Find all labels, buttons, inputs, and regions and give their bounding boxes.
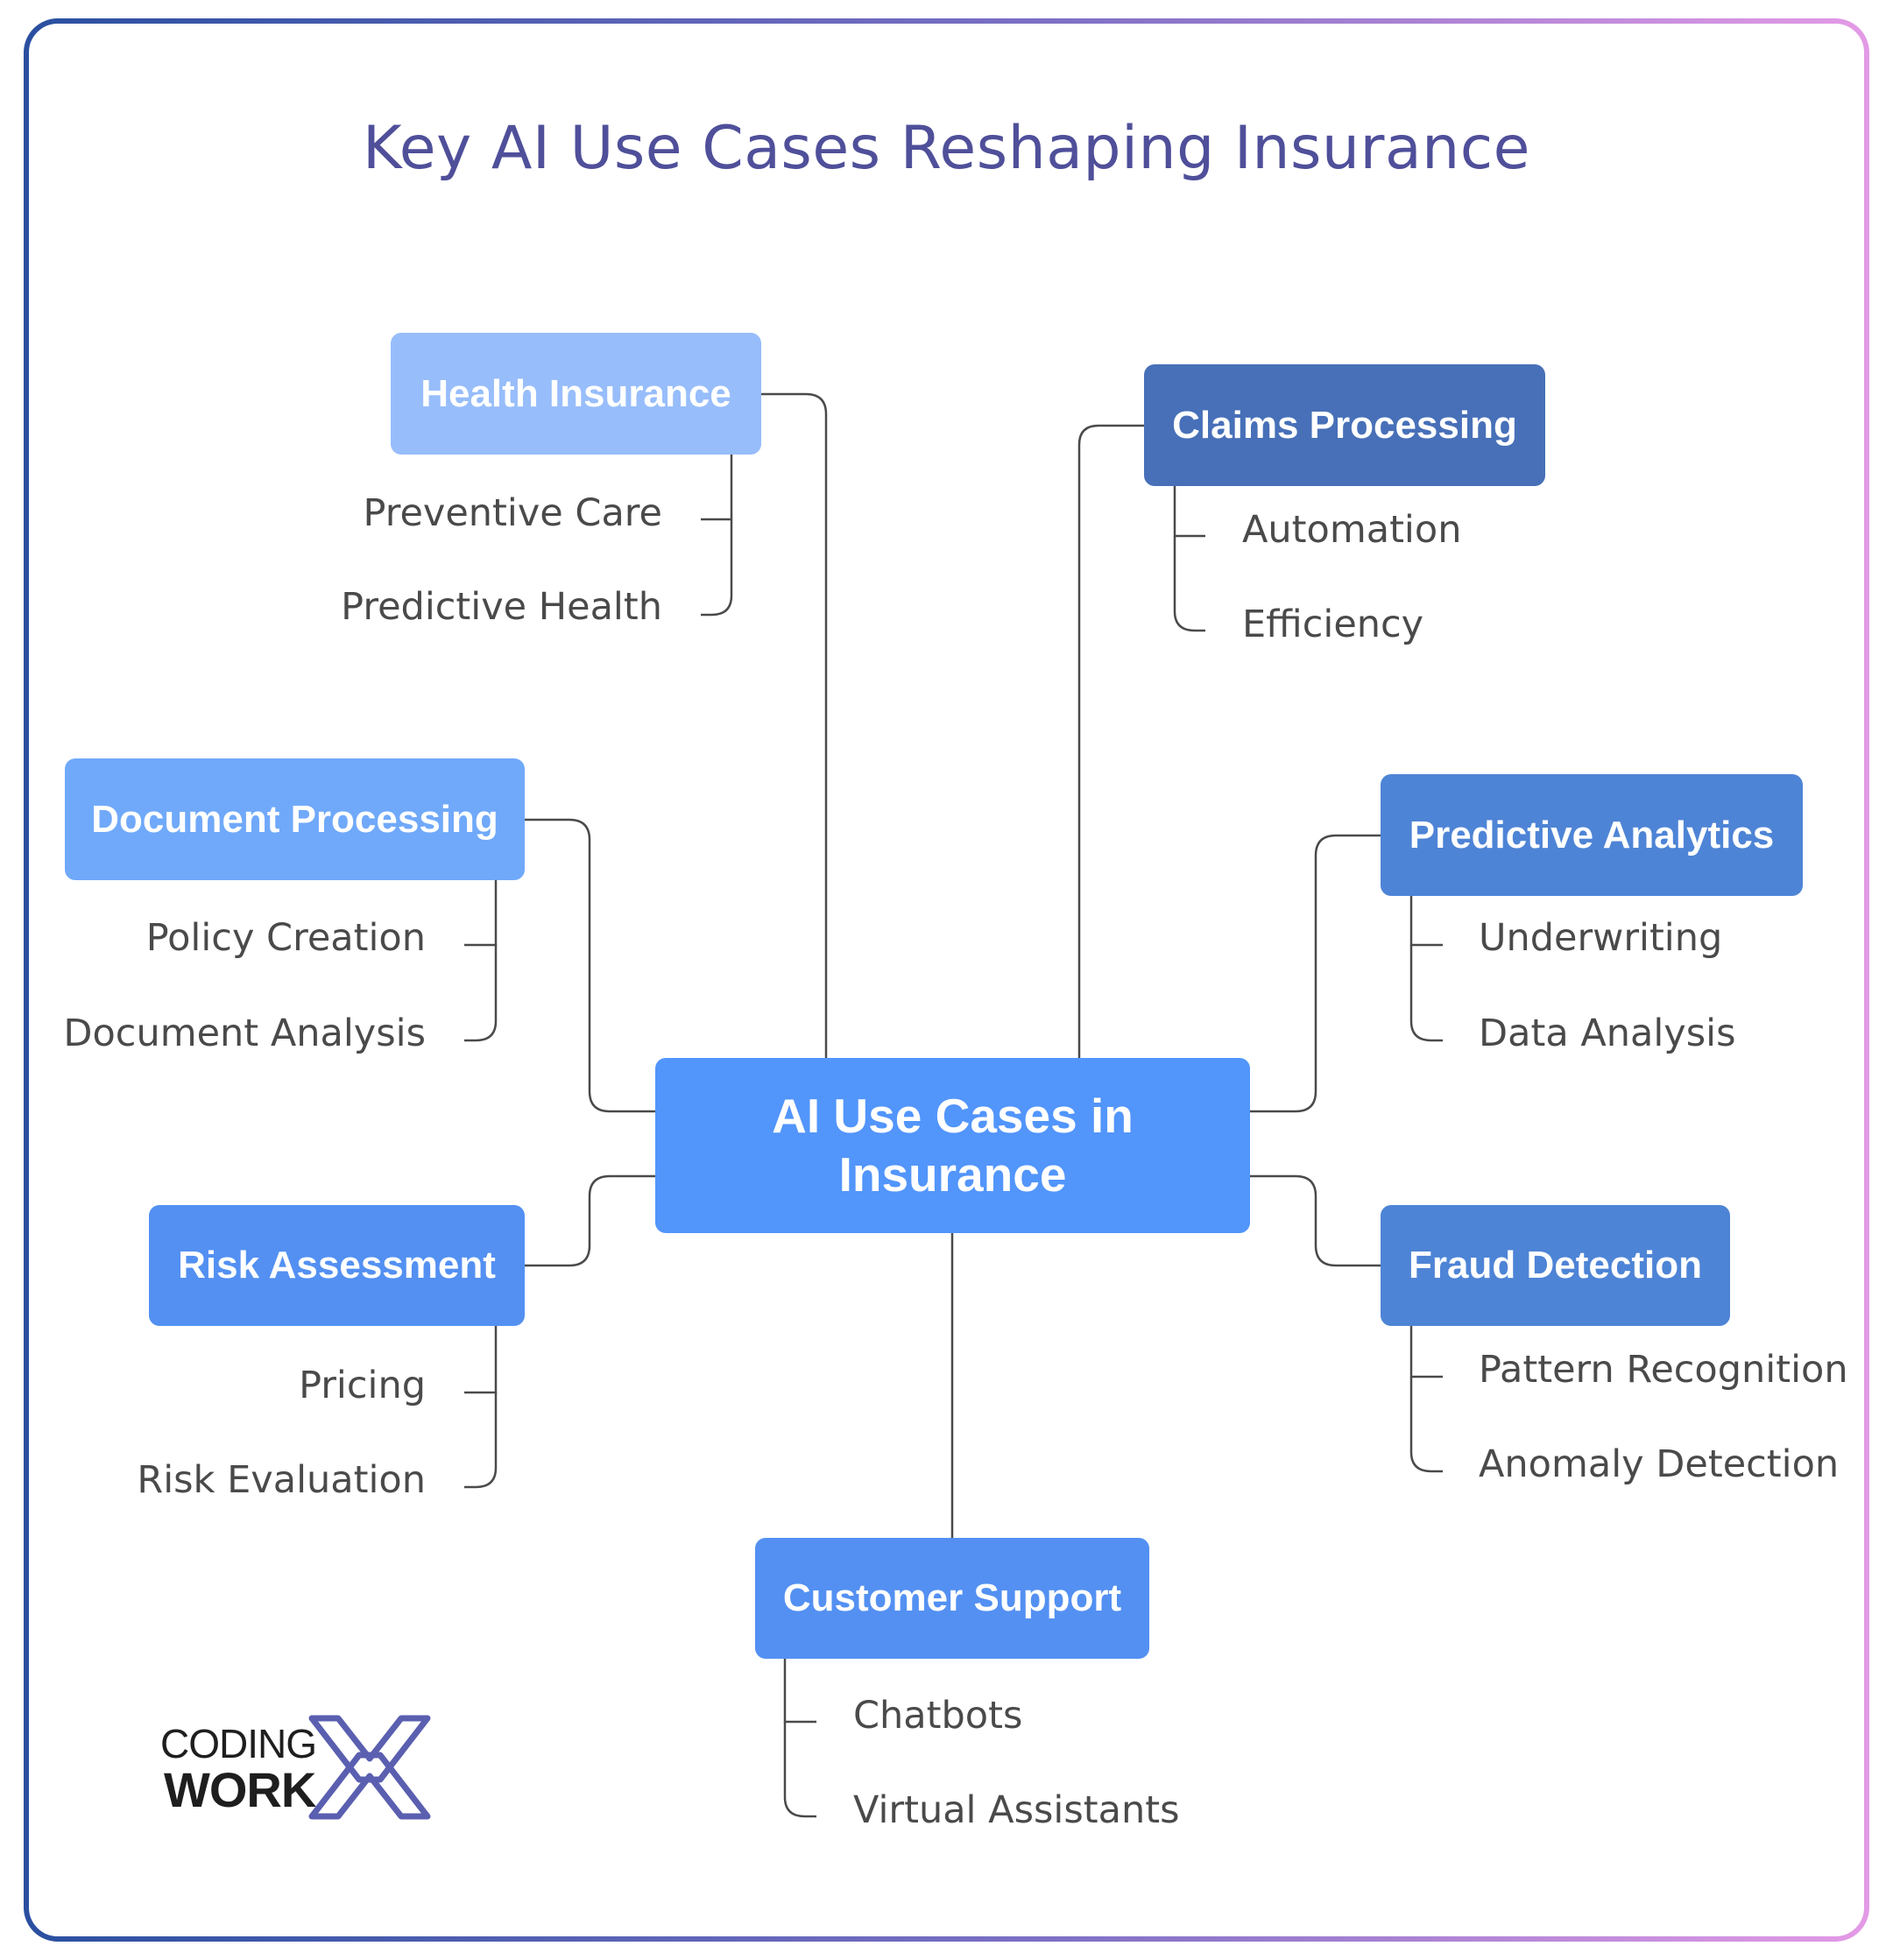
connector-claims (1077, 424, 1144, 1058)
leaf-preventive-care: Preventive Care (363, 491, 662, 535)
connector-claims-automation (1173, 486, 1205, 538)
leaf-policy-creation: Policy Creation (145, 916, 426, 960)
branch-predictive-analytics: Predictive Analytics (1381, 774, 1803, 896)
center-node-label-line2: Insurance (838, 1147, 1067, 1202)
branch-label: Fraud Detection (1409, 1244, 1702, 1287)
logo-text-coding: CODING (160, 1721, 317, 1766)
branch-customer-support: Customer Support (755, 1538, 1149, 1659)
leaf-virtual-assistants: Virtual Assistants (853, 1788, 1180, 1832)
leaf-automation: Automation (1242, 508, 1462, 552)
branch-health-insurance: Health Insurance (391, 333, 761, 455)
connectors (464, 392, 1443, 1818)
frame-border (24, 18, 1869, 1942)
connector-fraud-pattern (1409, 1326, 1443, 1378)
branch-label: Customer Support (782, 1576, 1122, 1620)
leaf-underwriting: Underwriting (1479, 916, 1723, 960)
connector-predictive-underwriting (1409, 896, 1443, 947)
connector-fraud (1250, 1174, 1381, 1267)
branch-label: Predictive Analytics (1409, 813, 1775, 857)
connector-health-preventive (701, 455, 733, 521)
branch-label: Document Processing (91, 797, 498, 841)
leaf-document-analysis: Document Analysis (63, 1012, 426, 1055)
branch-label: Health Insurance (420, 371, 731, 415)
connector-claims-efficiency (1173, 536, 1205, 632)
logo-text-work: WORK (164, 1762, 316, 1817)
leaf-anomaly-detection: Anomaly Detection (1479, 1442, 1840, 1486)
leaf-risk-evaluation: Risk Evaluation (137, 1458, 426, 1502)
center-node-label-line1: AI Use Cases in (772, 1088, 1134, 1143)
connector-document-analysis (464, 945, 498, 1042)
leaf-predictive-health: Predictive Health (341, 585, 662, 629)
connector-risk-evaluation (464, 1392, 498, 1489)
connector-document-policy (464, 880, 498, 947)
leaf-chatbots: Chatbots (853, 1694, 1023, 1738)
connector-predictive (1250, 834, 1381, 1113)
branch-risk-assessment: Risk Assessment (149, 1205, 525, 1326)
branch-claims-processing: Claims Processing (1144, 364, 1545, 486)
connector-predictive-data (1409, 945, 1443, 1042)
leaf-pricing: Pricing (299, 1364, 426, 1407)
branch-label: Risk Assessment (178, 1244, 496, 1287)
connector-support-chatbots (783, 1659, 816, 1724)
connector-risk (525, 1174, 655, 1267)
center-node: AI Use Cases in Insurance (655, 1058, 1250, 1233)
logo-x-mark-icon (308, 1715, 431, 1820)
connector-health-predictive (701, 519, 733, 617)
connector-risk-pricing (464, 1326, 498, 1394)
page-title: Key AI Use Cases Reshaping Insurance (363, 114, 1530, 183)
connector-support-virtual (783, 1722, 816, 1818)
branch-label: Claims Processing (1172, 403, 1517, 447)
branch-fraud-detection: Fraud Detection (1381, 1205, 1730, 1326)
connector-fraud-anomaly (1409, 1377, 1443, 1473)
connector-document (525, 818, 655, 1113)
leaf-efficiency: Efficiency (1242, 603, 1424, 646)
connector-health (761, 392, 828, 1058)
leaf-data-analysis: Data Analysis (1479, 1012, 1736, 1055)
branch-document-processing: Document Processing (65, 758, 525, 880)
leaf-pattern-recognition: Pattern Recognition (1479, 1348, 1848, 1392)
